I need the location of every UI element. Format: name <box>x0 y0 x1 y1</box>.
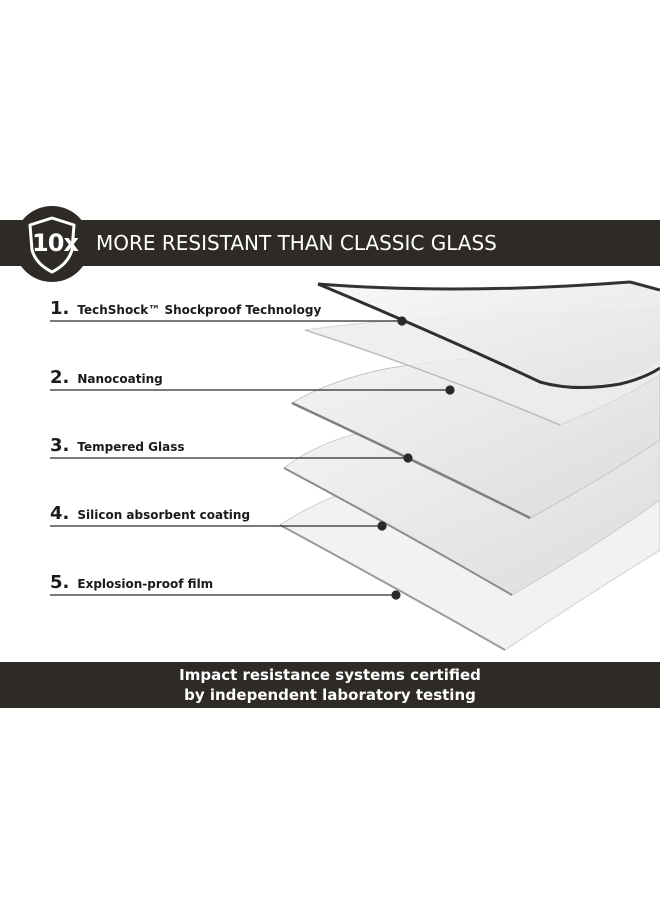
footer-line-1: Impact resistance systems certified <box>179 666 481 684</box>
layer-name: Silicon absorbent coating <box>77 508 251 522</box>
layer-number: 4. <box>50 503 70 524</box>
layer-label-1: 1. TechShock™ Shockproof Technology <box>50 298 321 319</box>
header-band <box>0 220 660 266</box>
layer-label-2: 2. Nanocoating <box>50 367 163 388</box>
layer-number: 1. <box>50 298 70 319</box>
layer-name: Tempered Glass <box>77 440 185 454</box>
shield-icon <box>28 216 76 274</box>
leader-dot-2 <box>445 385 455 395</box>
headline: MORE RESISTANT THAN CLASSIC GLASS <box>96 231 497 255</box>
glass-layers-illustration <box>50 280 660 651</box>
layer-label-3: 3. Tempered Glass <box>50 435 185 456</box>
leader-dot-3 <box>403 453 413 463</box>
leader-dot-5 <box>391 590 401 600</box>
footer-line-2: by independent laboratory testing <box>184 686 476 704</box>
layer-number: 5. <box>50 572 70 593</box>
layer-label-4: 4. Silicon absorbent coating <box>50 503 250 524</box>
leader-dot-1 <box>397 316 407 326</box>
layer-name: Nanocoating <box>77 372 163 386</box>
layer-name: TechShock™ Shockproof Technology <box>77 303 322 317</box>
layer-number: 3. <box>50 435 70 456</box>
shield-badge: 10x <box>14 206 90 282</box>
footer-band: Impact resistance systems certified by i… <box>0 662 660 708</box>
layer-label-5: 5. Explosion-proof film <box>50 572 213 593</box>
badge-text: 10x <box>32 229 79 257</box>
layer-name: Explosion-proof film <box>77 577 214 591</box>
layer-number: 2. <box>50 367 70 388</box>
leader-dot-4 <box>377 521 387 531</box>
leader-lines <box>50 316 455 600</box>
